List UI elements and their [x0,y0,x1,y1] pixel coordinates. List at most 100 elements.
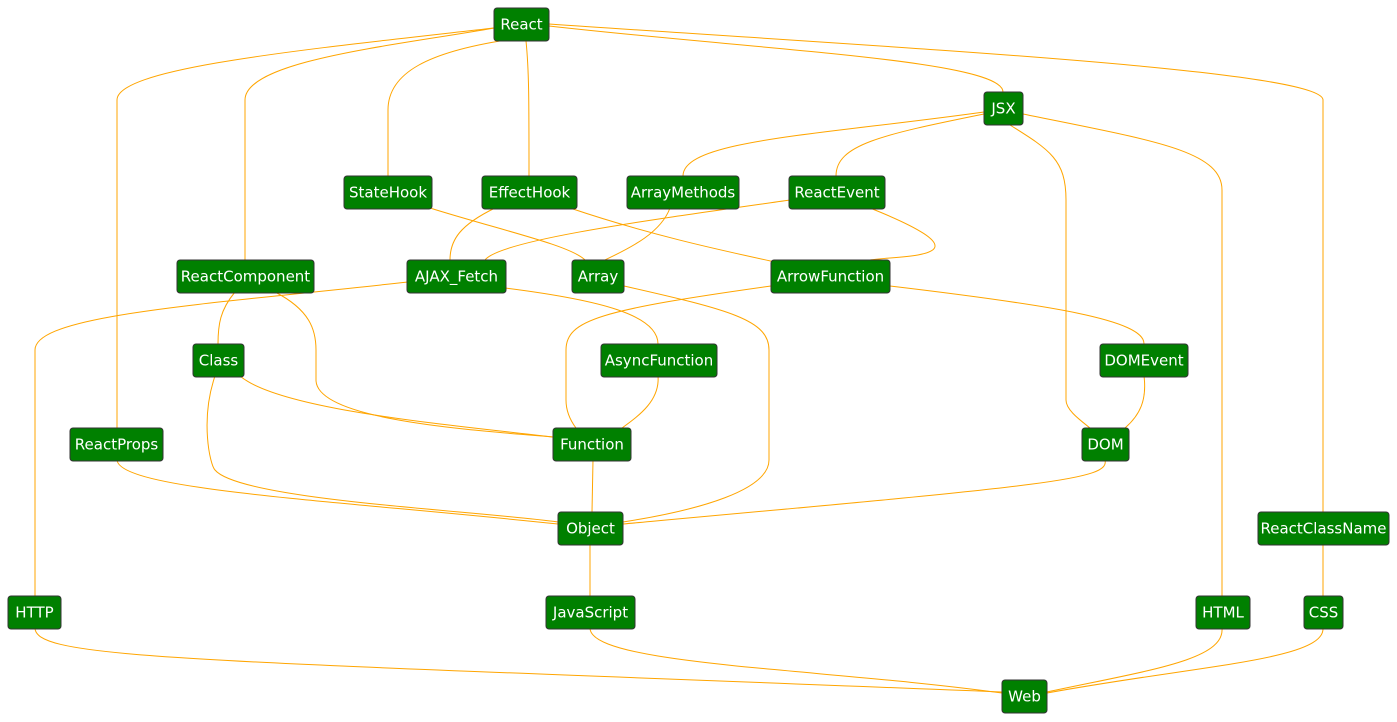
node-box [1257,511,1390,546]
node-asyncfunction[interactable]: AsyncFunction [600,343,718,378]
node-arrowfunction[interactable]: ArrowFunction [770,259,891,294]
node-box [1081,427,1130,462]
node-label: StateHook [349,184,427,202]
node-box [1195,595,1251,630]
edge-effecthook-arrowfunction [569,207,776,263]
node-box [343,175,433,210]
edge-react-jsx [548,25,1004,93]
edge-javascript-web [589,627,1003,694]
node-label: AJAX_Fetch [415,268,498,287]
node-box [557,511,624,546]
edge-css-web [1046,627,1324,694]
node-box [571,259,625,294]
node-label: CSS [1309,604,1339,622]
node-label: DOM [1087,436,1123,454]
graph-edges [34,23,1324,694]
edge-jsx-arraymethods [682,111,985,177]
node-box [493,7,550,42]
node-label: ArrowFunction [777,268,884,286]
node-box [1099,343,1189,378]
node-class[interactable]: Class [192,343,245,378]
node-domevent[interactable]: DOMEvent [1099,343,1189,378]
edge-class-object [206,375,559,523]
edge-jsx-dom [1009,124,1091,429]
node-label: HTML [1202,604,1244,622]
node-label: AsyncFunction [605,352,714,370]
node-label: EffectHook [489,184,571,202]
node-label: Class [199,352,239,370]
node-box [1001,679,1048,714]
node-html[interactable]: HTML [1195,595,1251,630]
node-arraymethods[interactable]: ArrayMethods [626,175,740,210]
edge-reactevent-arrowfunction [869,207,936,261]
edge-jsx-html [1022,113,1223,596]
node-box [176,259,315,294]
node-label: Array [578,268,619,286]
node-reactclassname[interactable]: ReactClassName [1257,511,1390,546]
edge-effecthook-ajaxfetch [449,207,496,261]
edge-arraymethods-array [604,207,671,261]
edge-domevent-dom [1124,375,1146,429]
edge-class-function [239,375,554,438]
edge-dom-object [622,459,1106,525]
edge-react-statehook [387,39,507,176]
node-label: HTTP [15,604,53,622]
node-box [1303,595,1344,630]
node-reactcomponent[interactable]: ReactComponent [176,259,315,294]
node-box [406,259,507,294]
node-box [545,595,636,630]
node-box [481,175,578,210]
node-box [192,343,245,378]
edge-react-reactclassname [548,23,1324,512]
edge-react-reactprops [116,27,495,428]
node-label: ArrayMethods [631,184,736,202]
node-jsx[interactable]: JSX [983,91,1024,126]
node-label: Function [560,436,624,454]
edge-ajaxfetch-asyncfunction [504,287,659,345]
node-reactevent[interactable]: ReactEvent [788,175,886,210]
edge-arrowfunction-domevent [889,285,1145,345]
node-javascript[interactable]: JavaScript [545,595,636,630]
edge-http-web [34,627,1003,693]
node-css[interactable]: CSS [1303,595,1344,630]
node-array[interactable]: Array [571,259,625,294]
edge-statehook-array [429,207,586,261]
node-label: ReactComponent [181,268,311,286]
node-box [600,343,718,378]
node-label: ReactProps [75,436,159,454]
node-label: DOMEvent [1104,352,1183,370]
node-box [983,91,1024,126]
node-label: ReactEvent [794,184,879,202]
node-box [552,427,632,462]
node-web[interactable]: Web [1001,679,1048,714]
node-statehook[interactable]: StateHook [343,175,433,210]
node-box [69,427,164,462]
edge-reactcomponent-class [217,291,236,345]
node-label: Object [566,520,615,538]
edge-html-web [1046,627,1223,693]
edge-reactcomponent-function [274,291,554,438]
node-box [7,595,62,630]
edge-array-object [622,285,770,523]
edge-ajaxfetch-http [34,281,409,596]
edge-asyncfunction-function [621,375,659,429]
node-http[interactable]: HTTP [7,595,62,630]
node-label: ReactClassName [1260,520,1386,538]
node-ajax-fetch[interactable]: AJAX_Fetch [406,259,507,294]
node-effecthook[interactable]: EffectHook [481,175,578,210]
node-dom[interactable]: DOM [1081,427,1130,462]
node-box [770,259,891,294]
node-label: React [500,16,542,34]
node-box [626,175,740,210]
edge-jsx-reactevent [835,113,985,177]
node-react[interactable]: React [493,7,550,42]
node-object[interactable]: Object [557,511,624,546]
node-function[interactable]: Function [552,427,632,462]
edge-reactprops-object [116,459,559,525]
node-label: Web [1008,688,1041,706]
node-reactprops[interactable]: ReactProps [69,427,164,462]
node-box [788,175,886,210]
node-label: JSX [990,100,1015,118]
